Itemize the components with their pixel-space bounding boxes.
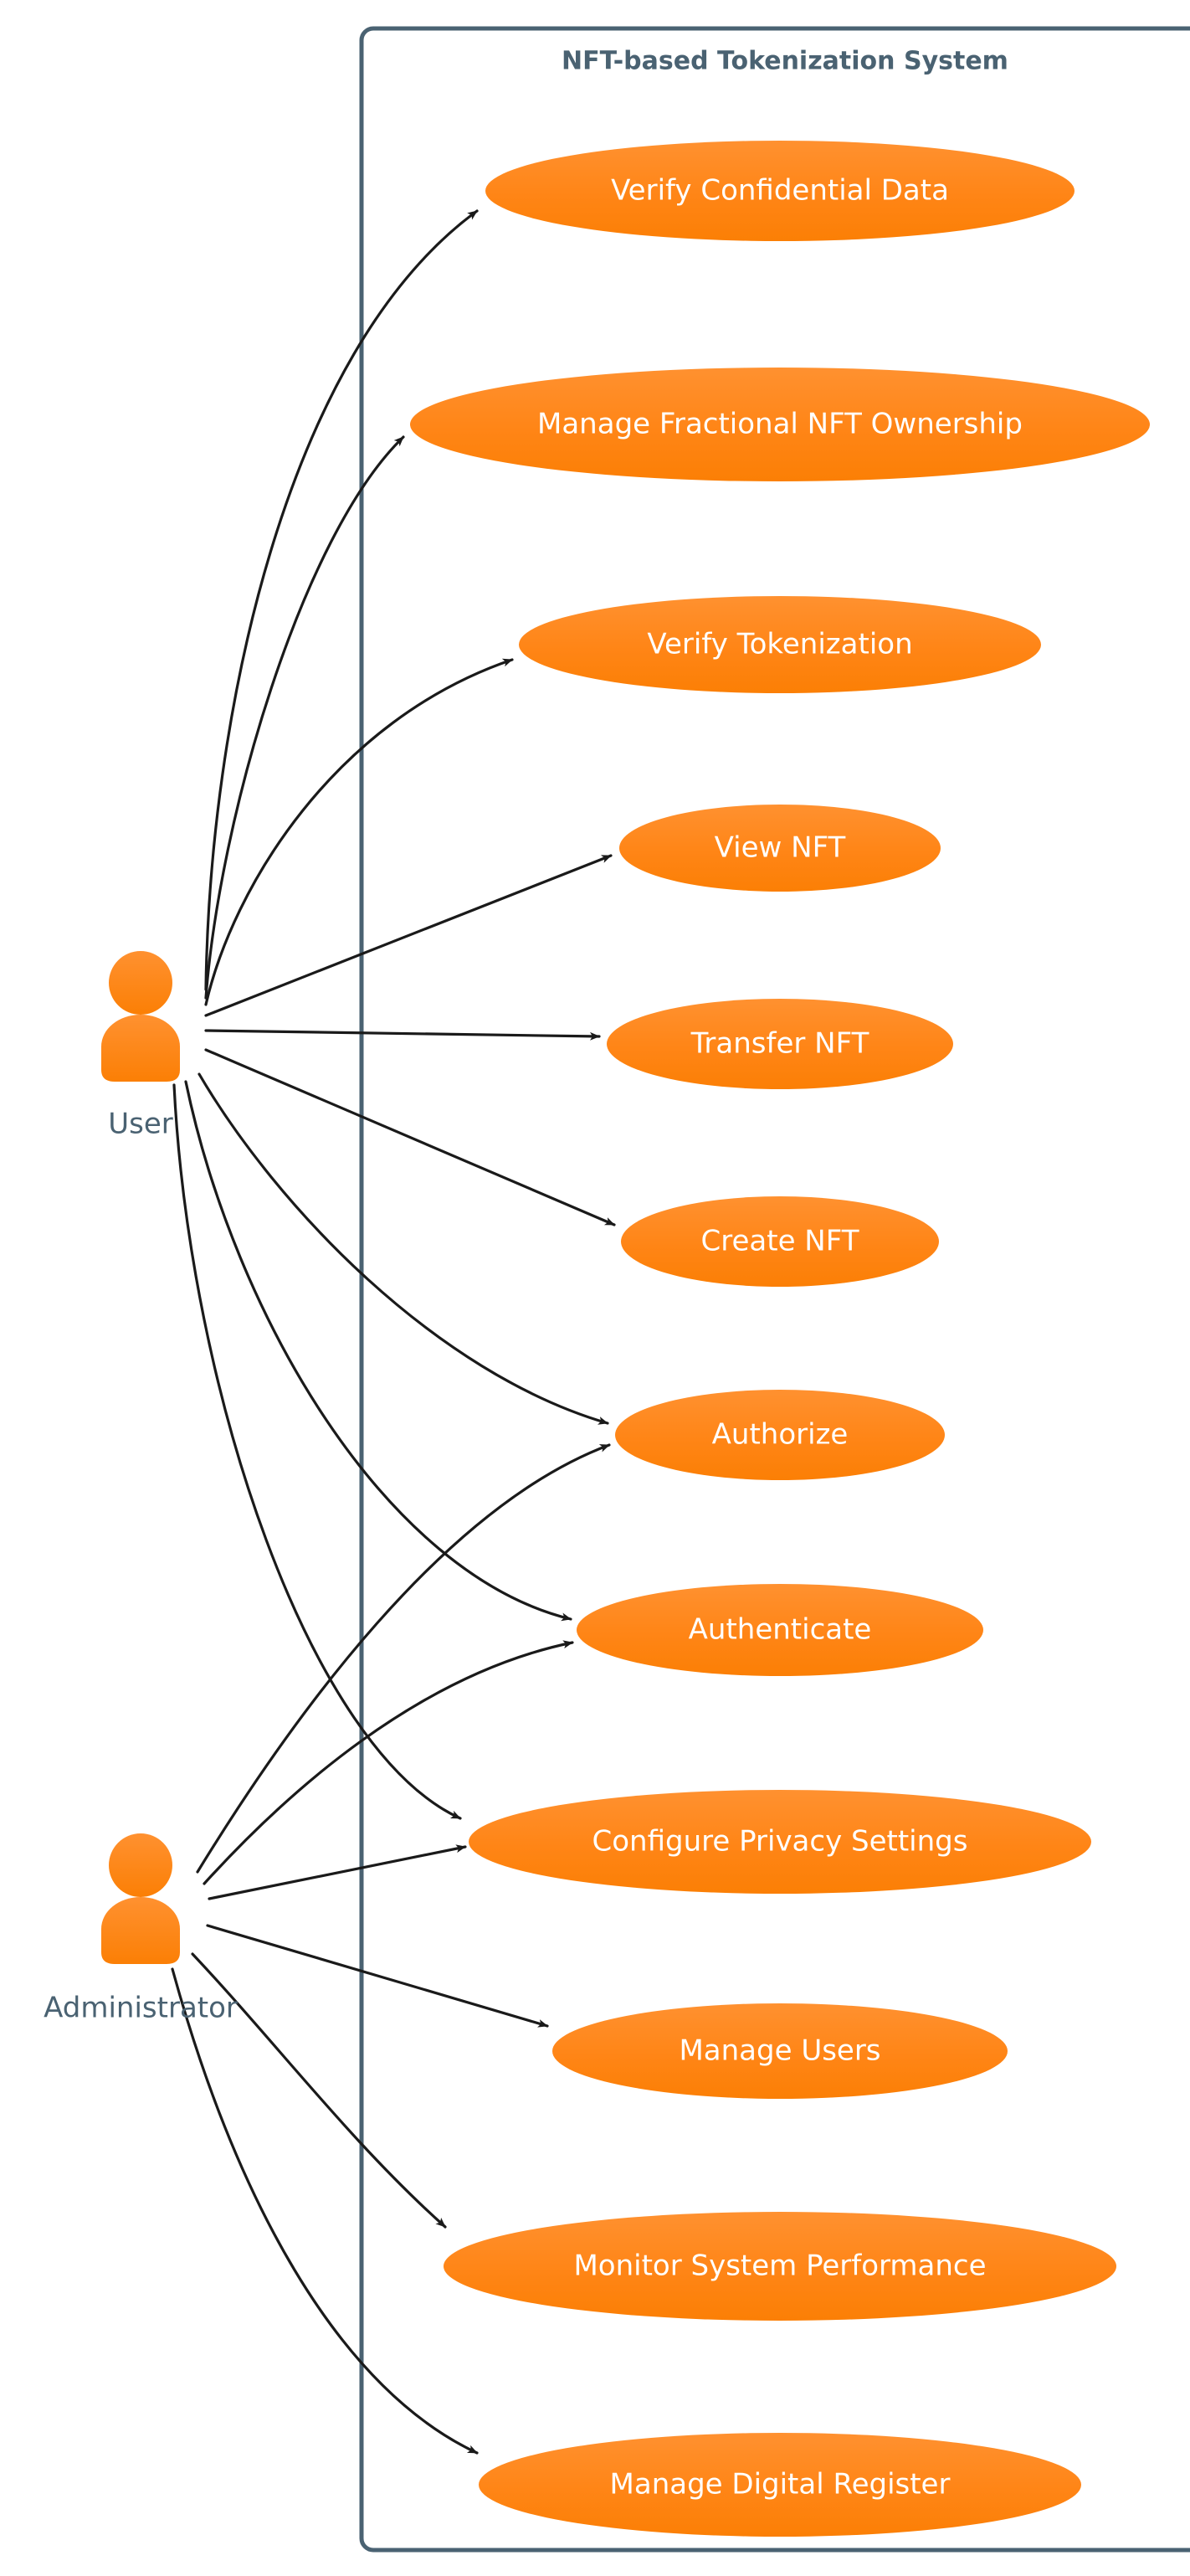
association-user-to-view-nft <box>204 854 613 1017</box>
association-layer <box>171 209 616 2455</box>
person-icon-head <box>109 1833 172 1897</box>
use-case-verify-tokenization[interactable]: Verify Tokenization <box>519 596 1041 693</box>
actor-label: Administrator <box>44 1992 238 2025</box>
use-case-label: Configure Privacy Settings <box>592 1825 968 1859</box>
person-icon-body <box>101 1015 180 1082</box>
use-case-manage-digital-register[interactable]: Manage Digital Register <box>479 2433 1081 2537</box>
use-case-label: Monitor System Performance <box>573 2250 986 2283</box>
use-case-configure-privacy-settings[interactable]: Configure Privacy Settings <box>469 1790 1091 1894</box>
use-case-label: Create NFT <box>701 1225 859 1258</box>
actor-label: User <box>108 1108 173 1141</box>
use-case-ellipse <box>485 141 1075 241</box>
association-administrator-to-monitor-system-performance <box>191 1952 447 2229</box>
use-case-ellipse <box>479 2433 1081 2537</box>
person-icon-body <box>101 1897 180 1964</box>
association-administrator-to-manage-users <box>206 1924 549 2028</box>
use-case-label: View NFT <box>715 831 846 865</box>
association-administrator-to-authorize <box>196 1443 611 1874</box>
use-case-manage-users[interactable]: Manage Users <box>552 2003 1008 2099</box>
use-case-label: Manage Digital Register <box>610 2468 951 2501</box>
actor-user[interactable]: User <box>101 951 180 1141</box>
use-case-monitor-system-performance[interactable]: Monitor System Performance <box>444 2212 1116 2321</box>
association-user-to-manage-fractional-nft-ownership <box>204 435 405 1000</box>
association-user-to-verify-confidential-data <box>204 209 479 991</box>
use-case-authorize[interactable]: Authorize <box>615 1390 945 1480</box>
use-case-ellipse <box>621 1196 939 1287</box>
association-administrator-to-manage-digital-register <box>171 1967 479 2455</box>
actor-administrator[interactable]: Administrator <box>44 1833 238 2025</box>
association-user-to-authenticate <box>184 1080 572 1622</box>
use-case-ellipse <box>615 1390 945 1480</box>
association-user-to-configure-privacy-settings <box>172 1083 462 1820</box>
use-case-verify-confidential-data[interactable]: Verify Confidential Data <box>485 141 1075 241</box>
use-case-ellipse <box>444 2212 1116 2321</box>
system-boundary-title: NFT-based Tokenization System <box>562 47 1008 76</box>
person-icon-head <box>109 951 172 1015</box>
use-case-label: Verify Confidential Data <box>611 174 949 208</box>
use-case-label: Authorize <box>712 1418 849 1452</box>
use-case-label: Transfer NFT <box>690 1027 869 1061</box>
use-case-ellipse <box>607 999 953 1089</box>
use-case-manage-fractional-nft-ownership[interactable]: Manage Fractional NFT Ownership <box>410 368 1150 481</box>
use-case-ellipse <box>469 1790 1091 1894</box>
use-case-ellipse <box>552 2003 1008 2099</box>
use-case-view-nft[interactable]: View NFT <box>619 805 941 892</box>
use-case-label: Verify Tokenization <box>647 628 912 661</box>
association-user-to-verify-tokenization <box>204 658 514 1006</box>
association-user-to-authorize <box>197 1072 609 1425</box>
use-case-label: Manage Fractional NFT Ownership <box>537 408 1023 441</box>
use-case-transfer-nft[interactable]: Transfer NFT <box>607 999 953 1089</box>
use-case-ellipse <box>519 596 1041 693</box>
use-case-ellipse <box>410 368 1150 481</box>
use-case-authenticate[interactable]: Authenticate <box>577 1584 983 1676</box>
use-case-ellipse <box>577 1584 983 1676</box>
use-case-ellipse <box>619 805 941 892</box>
association-user-to-create-nft <box>204 1048 616 1226</box>
use-case-label: Authenticate <box>689 1613 872 1647</box>
use-case-label: Manage Users <box>679 2034 880 2068</box>
use-case-create-nft[interactable]: Create NFT <box>621 1196 939 1287</box>
association-user-to-transfer-nft <box>204 1029 601 1041</box>
association-administrator-to-configure-privacy-settings <box>208 1844 467 1900</box>
association-administrator-to-authenticate <box>203 1640 574 1885</box>
